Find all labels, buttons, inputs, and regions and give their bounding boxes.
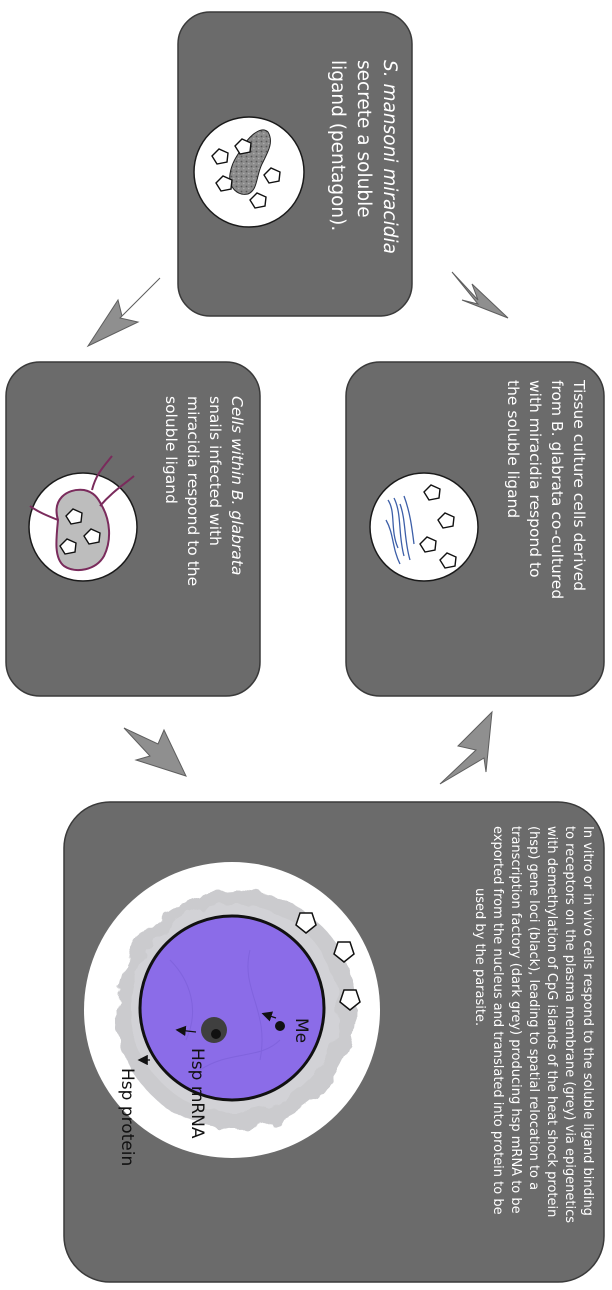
top-box-line-1: S. mansoni miracidia	[379, 60, 400, 254]
tissue-culture-icon	[370, 473, 478, 581]
bottom-box-line-3: with demethylation of CpG islands of the…	[544, 826, 559, 1217]
methylation-label: Me	[291, 1018, 311, 1043]
snail-miracidium-icon	[194, 117, 304, 227]
right-box-line-2: from B. glabrata co-cultured	[548, 380, 566, 599]
left-box-line-3: miracidia respond to the	[184, 396, 202, 586]
arrow-right-to-bottom	[440, 712, 492, 784]
bottom-box-text: In vitro or in vivo cells respond to the…	[472, 826, 595, 1227]
top-box-line-3: ligand (pentagon).	[327, 60, 348, 231]
nucleus	[140, 916, 324, 1100]
svg-text:In vitro or in vivo cells resp: In vitro or in vivo cells respond to the…	[472, 826, 595, 1227]
bottom-box-line-5: transcription factory (dark grey) produc…	[508, 826, 523, 1214]
hsp-mrna-label: Hsp mRNA	[187, 1048, 207, 1139]
right-box-line-4: the soluble ligand	[504, 380, 522, 518]
arrow-top-to-right	[452, 272, 508, 318]
arrow-top-to-left	[88, 278, 160, 346]
arrow-left-to-bottom	[124, 728, 186, 776]
bottom-box-line-4: (hsp) gene loci (black), leading to spat…	[526, 826, 541, 1190]
left-box-line-4: soluble ligand	[162, 396, 180, 504]
left-box-line-1: Cells within B. glabrata	[228, 396, 246, 575]
bottom-box-line-2: to receptors on the plasma membrane (gre…	[562, 826, 577, 1223]
bottom-box-line-1: In vitro or in vivo cells respond to the…	[580, 826, 595, 1216]
right-box-line-1: Tissue culture cells derived	[570, 379, 588, 591]
right-box: Tissue culture cells derived from B. gla…	[346, 362, 604, 696]
hsp-protein-label: Hsp protein	[117, 1068, 137, 1166]
left-box-line-2: snails infected with	[206, 396, 224, 546]
bottom-box: In vitro or in vivo cells respond to the…	[64, 802, 604, 1282]
top-box-line-2: secrete a soluble	[353, 60, 374, 218]
gene-locus	[275, 1021, 285, 1031]
bottom-box-line-7: used by the parasite.	[472, 888, 487, 1026]
left-box: Cells within B. glabrata snails infected…	[6, 362, 260, 696]
top-box: S. mansoni miracidia secrete a soluble l…	[178, 12, 412, 316]
bottom-box-line-6: exported from the nucleus and translated…	[490, 826, 505, 1215]
right-box-line-3: with miracidia respond to	[526, 380, 544, 578]
